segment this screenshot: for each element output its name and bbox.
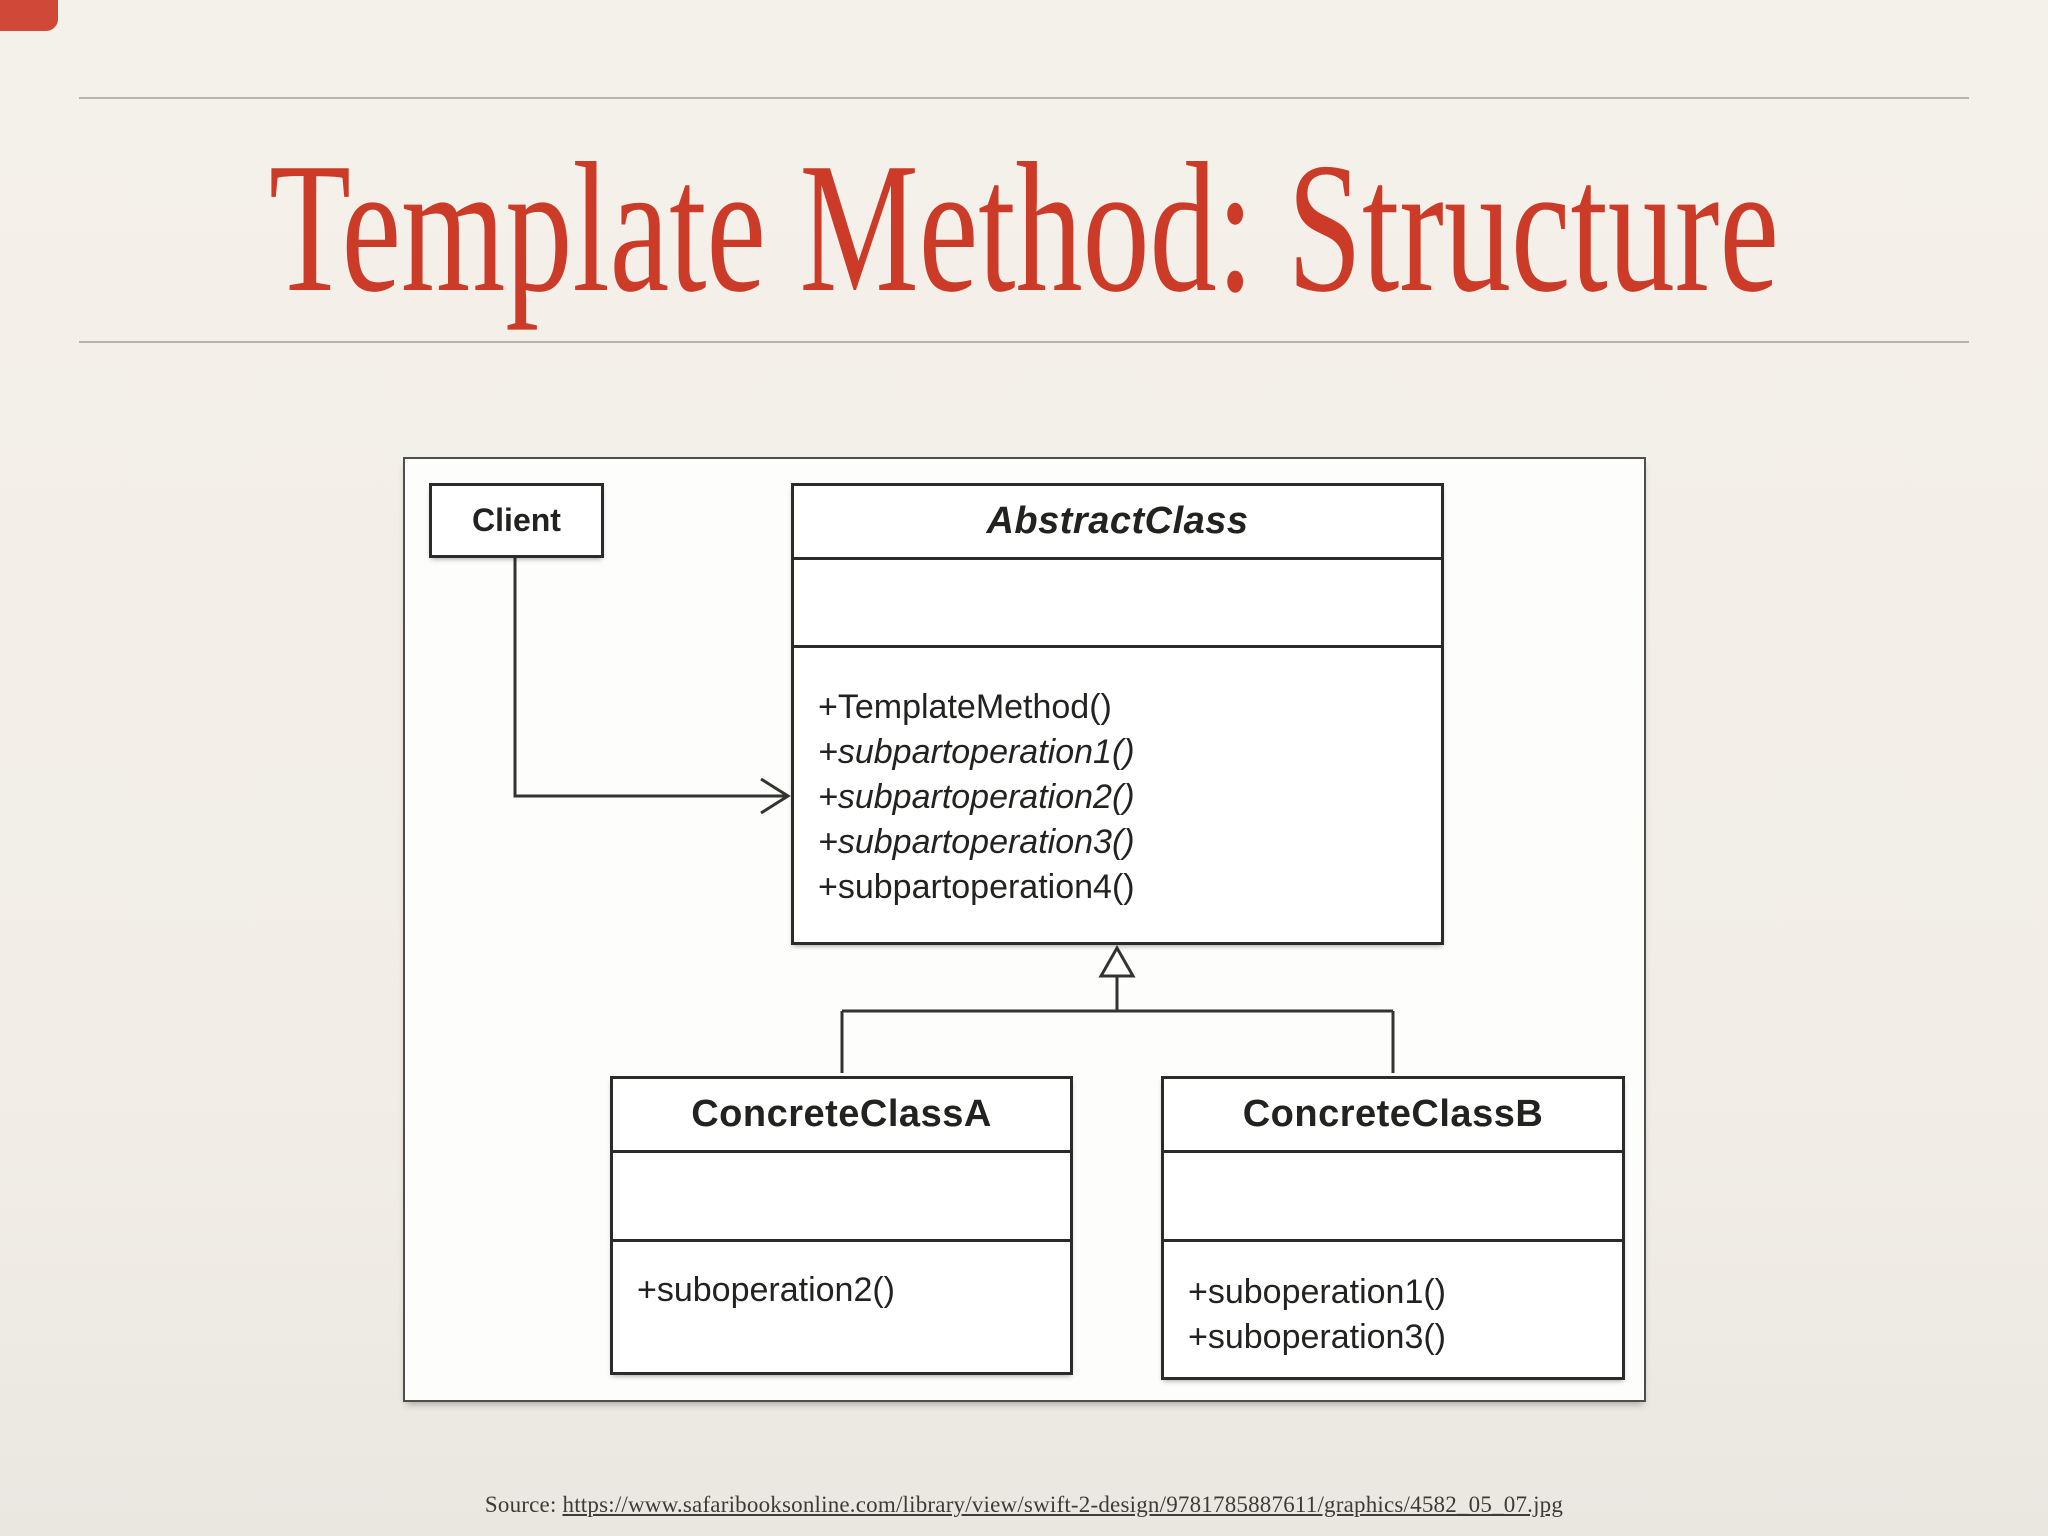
concrete-class-b-methods: +suboperation1() +suboperation3() <box>1164 1242 1622 1360</box>
page-title: Template Method: Structure <box>269 125 1779 331</box>
concrete-class-a-methods: +suboperation2() <box>613 1242 1070 1313</box>
method-label: +suboperation1() <box>1188 1273 1447 1311</box>
corner-accent <box>0 0 58 31</box>
method-label: +subpartoperation2() <box>818 778 1135 816</box>
source-label: Source: <box>484 1492 563 1517</box>
abstract-class-methods: +TemplateMethod() +subpartoperation1() +… <box>794 648 1441 910</box>
inheritance-triangle-icon <box>1098 944 1136 978</box>
title-underline-rule <box>79 341 1969 343</box>
method-label: +suboperation3() <box>1188 1318 1447 1356</box>
slide-title-area: Template Method: Structure <box>269 125 1779 331</box>
concrete-class-a-box: ConcreteClassA +suboperation2() <box>610 1076 1073 1375</box>
client-class-box: Client <box>429 483 604 558</box>
concrete-class-b-attributes <box>1164 1153 1622 1242</box>
diagram-connectors <box>513 558 1395 1073</box>
top-rule <box>79 97 1969 99</box>
method-label: +subpartoperation3() <box>818 823 1135 861</box>
association-arrow <box>513 558 791 815</box>
inheritance-connector <box>840 944 1395 1073</box>
abstract-class-box: AbstractClass +TemplateMethod() +subpart… <box>791 483 1444 945</box>
method-label: +subpartoperation1() <box>818 733 1135 771</box>
abstract-class-name: AbstractClass <box>794 486 1441 560</box>
concrete-class-b-box: ConcreteClassB +suboperation1() +suboper… <box>1161 1076 1625 1380</box>
concrete-class-a-name: ConcreteClassA <box>613 1079 1070 1153</box>
method-label: +suboperation2() <box>637 1271 896 1309</box>
concrete-class-b-name: ConcreteClassB <box>1164 1079 1622 1153</box>
method-label: +subpartoperation4() <box>818 868 1135 906</box>
client-class-name: Client <box>472 502 561 538</box>
uml-diagram: Client AbstractClass +TemplateMethod() +… <box>403 457 1646 1402</box>
abstract-class-attributes <box>794 560 1441 648</box>
concrete-class-a-attributes <box>613 1153 1070 1242</box>
method-label: +TemplateMethod() <box>818 688 1112 726</box>
source-link[interactable]: https://www.safaribooksonline.com/librar… <box>562 1492 1564 1517</box>
image-source-caption: Source: https://www.safaribooksonline.co… <box>0 1492 2048 1518</box>
